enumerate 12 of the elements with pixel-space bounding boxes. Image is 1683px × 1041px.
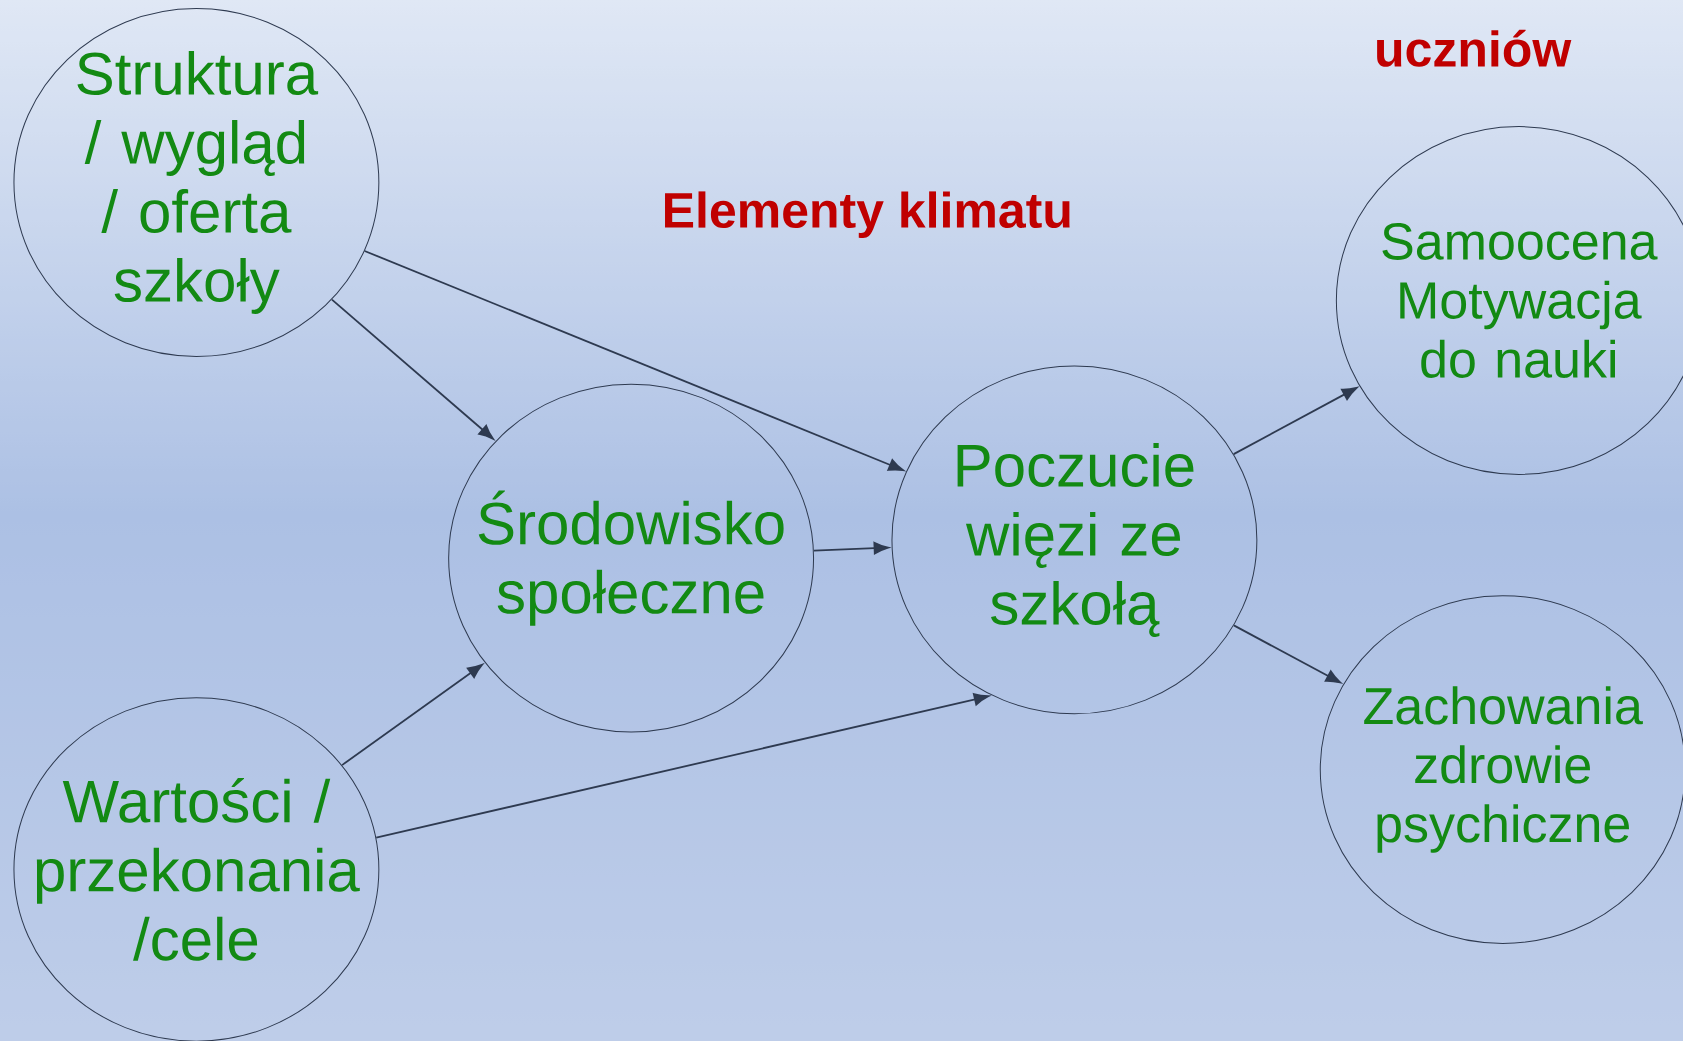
arrow: [341, 664, 483, 766]
ellipse-node: Środowisko społeczne: [448, 383, 815, 733]
ellipse-node: Struktura / wygląd / oferta szkoły: [13, 8, 380, 357]
arrow: [375, 693, 990, 839]
heading-text: uczniów: [1377, 29, 1572, 67]
arrow: [813, 541, 889, 555]
arrow: [1232, 387, 1358, 455]
arrow: [363, 250, 904, 471]
title: Elementy klimatu: [665, 191, 1070, 238]
ellipse-node: Poczucie więzi ze szkołą: [891, 365, 1258, 715]
arrow: [1232, 624, 1341, 684]
arrow: [331, 298, 494, 440]
